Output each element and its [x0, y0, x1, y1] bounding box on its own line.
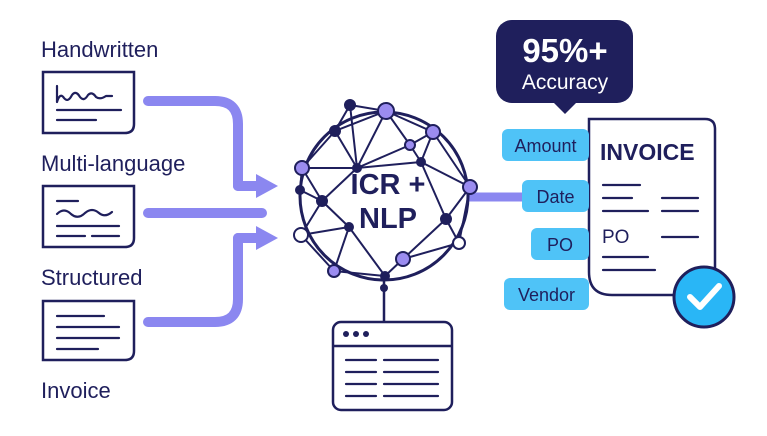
field-tag-date-label: Date — [536, 187, 574, 207]
network-node — [395, 251, 411, 267]
doc-structured-icon — [41, 299, 136, 362]
label-invoice: Invoice — [41, 378, 111, 403]
connector-structured — [143, 233, 243, 327]
window-dot-2 — [353, 331, 359, 337]
network-node — [440, 213, 452, 225]
network-edge — [458, 186, 471, 244]
network-edge — [356, 110, 387, 169]
engine-label-line2: NLP — [359, 203, 417, 235]
field-tag-po: PO — [531, 228, 589, 260]
accuracy-bubble: 95%+ Accuracy — [496, 20, 633, 114]
invoice-document: INVOICE PO — [587, 117, 717, 297]
network-edge — [420, 161, 471, 188]
network-edge — [349, 104, 358, 169]
field-tag-vendor-label: Vendor — [518, 285, 575, 305]
network-edge — [333, 270, 386, 277]
arrow-head-bottom — [256, 226, 278, 250]
network-edges — [299, 104, 471, 277]
field-tag-po-label: PO — [547, 235, 573, 255]
network-edge — [300, 226, 350, 236]
network-node — [377, 102, 395, 120]
doc-handwritten-icon — [41, 70, 136, 135]
network-node — [425, 124, 441, 140]
engine-label-line1: ICR + — [351, 169, 426, 201]
browser-connector-dot — [380, 284, 388, 292]
label-multi-language: Multi-language — [41, 151, 185, 176]
network-node — [452, 236, 466, 250]
network-edge — [420, 161, 447, 220]
field-tag-amount-label: Amount — [514, 136, 576, 156]
doc-multi-language-icon — [41, 184, 136, 249]
accuracy-label: Accuracy — [522, 71, 609, 94]
network-nodes — [293, 99, 478, 281]
network-node — [294, 160, 310, 176]
invoice-po-text: PO — [602, 227, 629, 248]
neural-network-sphere: ICR + NLP — [293, 99, 478, 282]
network-node — [404, 139, 416, 151]
network-edge — [300, 234, 335, 272]
invoice-title: INVOICE — [600, 139, 695, 165]
window-dot-1 — [343, 331, 349, 337]
network-edge — [334, 110, 387, 132]
network-edge — [321, 167, 358, 202]
label-handwritten: Handwritten — [41, 37, 158, 62]
input-connectors — [143, 96, 267, 327]
browser-window-icon — [331, 320, 454, 412]
accuracy-value: 95%+ — [522, 32, 607, 69]
network-node — [416, 157, 426, 167]
network-node — [293, 227, 309, 243]
network-edge — [333, 226, 350, 272]
network-node — [462, 179, 478, 195]
network-edge — [334, 130, 358, 169]
network-edge — [356, 144, 411, 169]
network-node — [380, 271, 390, 281]
network-edge — [301, 130, 336, 169]
network-edge — [356, 161, 422, 169]
network-edge — [402, 218, 447, 260]
field-tag-date: Date — [522, 180, 589, 212]
network-node — [352, 163, 362, 173]
check-badge-icon — [672, 265, 736, 329]
network-node — [295, 185, 305, 195]
window-dot-3 — [363, 331, 369, 337]
network-edge — [348, 226, 386, 277]
network-node — [344, 99, 356, 111]
field-tag-vendor: Vendor — [504, 278, 589, 310]
label-structured: Structured — [41, 265, 143, 290]
network-node — [344, 222, 354, 232]
field-tag-amount: Amount — [502, 129, 589, 161]
network-edge — [402, 242, 460, 260]
connector-handwritten — [143, 96, 243, 191]
network-node — [329, 125, 341, 137]
arrow-head-top — [256, 174, 278, 198]
network-node — [327, 264, 341, 278]
network-edge — [432, 131, 471, 188]
network-edge — [321, 200, 350, 228]
network-node — [316, 195, 328, 207]
